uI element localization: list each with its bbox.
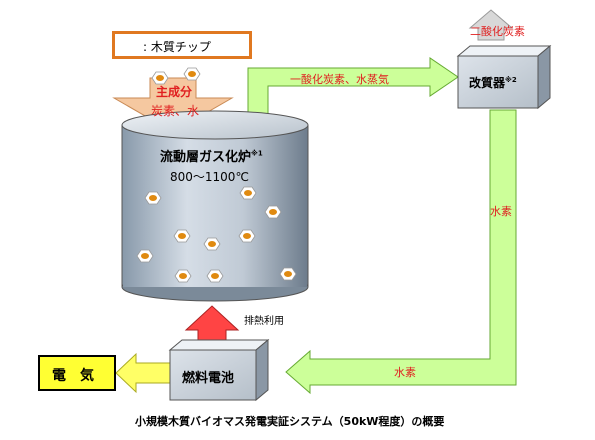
flow-label-hydrogen-down: 水素	[490, 205, 512, 218]
wood-chip-icon	[203, 237, 221, 251]
arrow-electricity	[115, 352, 171, 394]
electricity-box: 電 気	[38, 355, 116, 391]
wood-chip-icon	[206, 269, 224, 283]
flow-label-co-steam: 一酸化炭素、水蒸気	[290, 73, 389, 86]
wood-chip-icon	[264, 205, 282, 219]
arrow-gasifier-to-reformer	[247, 57, 459, 119]
wood-chip-icon	[279, 267, 297, 281]
flow-label-hydrogen-return: 水素	[394, 366, 416, 379]
reformer-label: 改質器※2	[469, 74, 517, 91]
figure-caption: 小規模木質バイオマス発電実証システム（50kW程度）の概要	[135, 415, 445, 428]
fuel-cell-box	[168, 338, 270, 402]
arrow-co2-exhaust	[468, 9, 514, 41]
arrow-hydrogen-return	[285, 109, 517, 395]
main-component-label: 主成分	[156, 85, 193, 99]
wood-chip-icon	[136, 249, 154, 263]
reformer-name: 改質器	[469, 76, 506, 90]
legend-box: : 木質チップ	[112, 31, 252, 59]
legend-label: : 木質チップ	[143, 40, 211, 54]
gasifier-note: ※1	[251, 149, 263, 158]
reformer-box	[456, 44, 552, 110]
wood-chip-icon	[174, 269, 192, 283]
flow-label-waste-heat: 排熱利用	[244, 316, 284, 327]
carbon-water-label: 炭素、水	[151, 104, 200, 118]
gasifier-temperature: 800～1100℃	[170, 170, 249, 184]
gasifier-title: 流動層ガス化炉※1	[160, 146, 263, 165]
gasifier-name: 流動層ガス化炉	[160, 150, 252, 165]
electricity-label: 電 気	[52, 368, 94, 384]
wood-chip-icon	[239, 186, 257, 200]
gasifier-cylinder	[121, 110, 309, 302]
flow-label-co2: 二酸化炭素	[470, 25, 525, 38]
wood-chip-icon	[183, 67, 201, 81]
wood-chip-icon	[238, 229, 256, 243]
wood-chip-icon	[173, 229, 191, 243]
reformer-note: ※2	[505, 76, 517, 84]
wood-chip-icon	[144, 191, 162, 205]
fuel-cell-label: 燃料電池	[182, 371, 235, 386]
